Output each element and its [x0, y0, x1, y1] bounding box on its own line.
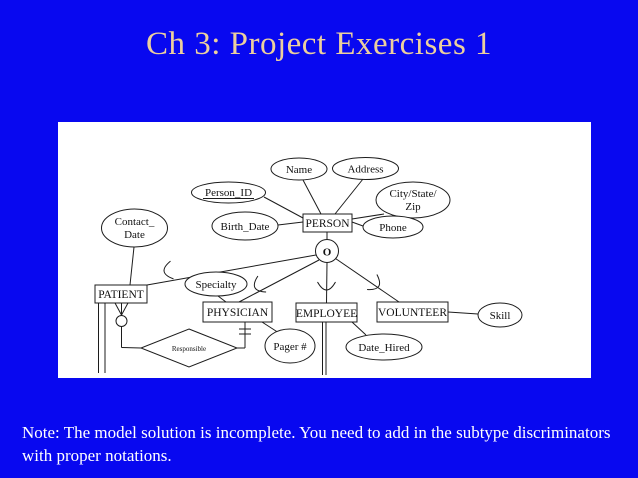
note-line-1: Note: The model solution is incomplete. … [22, 423, 611, 442]
attribute-date-hired-label: Date_Hired [358, 342, 410, 354]
attribute-name: Name [270, 157, 328, 181]
entity-patient: PATIENT [94, 284, 148, 304]
entity-physician: PHYSICIAN [202, 301, 273, 323]
er-diagram: Name Address City/State/ Zip Person_ID B… [94, 157, 523, 375]
subset-arc-volunteer [367, 274, 381, 291]
subset-arc-employee [317, 281, 336, 291]
attribute-pager-label: Pager # [273, 341, 307, 353]
subset-arc-patient [163, 260, 174, 280]
attribute-city-state-zip-label-line2: Zip [405, 201, 421, 213]
attribute-person-id-label: Person_ID [205, 187, 252, 199]
optional-circle [115, 315, 128, 327]
note-line-2: with proper notations. [22, 446, 172, 466]
relationship-responsible-label: Responsible [172, 345, 206, 353]
connector-name-person [302, 179, 322, 215]
connector-contactdate-patient [129, 246, 135, 286]
attribute-contact-date: Contact_ Date [101, 208, 168, 248]
entity-employee: EMPLOYEE [295, 302, 358, 323]
slide-title: Ch 3: Project Exercises 1 [145, 26, 493, 62]
attribute-contact-date-label-line2: Date [124, 229, 145, 241]
connector-citystatezip-person [351, 213, 385, 220]
attribute-city-state-zip: City/State/ Zip [375, 181, 451, 219]
responsible-relationship-links [98, 302, 327, 375]
crow-foot-right [121, 302, 129, 316]
entity-volunteer: VOLUNTEER [376, 301, 449, 323]
connector-discriminator-volunteer [335, 258, 400, 303]
subtype-connectors [146, 232, 400, 304]
subset-arc-physician [253, 275, 267, 293]
attribute-birth-date: Birth_Date [211, 211, 279, 241]
connector-skill-volunteer [447, 311, 479, 315]
entity-volunteer-label: VOLUNTEER [378, 307, 447, 319]
connector-address-person [334, 178, 364, 215]
subtype-discriminator: O [315, 239, 339, 263]
diagram-panel: Name Address City/State/ Zip Person_ID B… [58, 122, 591, 378]
attribute-name-label: Name [286, 164, 312, 176]
entity-physician-label: PHYSICIAN [207, 307, 269, 319]
attribute-address-label: Address [347, 164, 383, 176]
connector-discriminator-physician [238, 259, 320, 303]
attribute-birth-date-label: Birth_Date [221, 221, 270, 233]
connector-discriminator-employee [326, 262, 328, 304]
entity-employee-label: EMPLOYEE [296, 308, 357, 320]
attribute-phone: Phone [362, 215, 424, 239]
connector-personid-person [263, 196, 304, 219]
attribute-skill: Skill [477, 302, 523, 328]
connector-specialty-physician [217, 295, 227, 303]
connector-datehired-employee [351, 321, 367, 336]
attribute-specialty-label: Specialty [196, 279, 237, 291]
connector-discriminator-patient [146, 254, 317, 286]
attribute-skill-label: Skill [490, 310, 511, 322]
attribute-contact-date-label-line1: Contact_ [115, 216, 155, 228]
attribute-pager: Pager # [264, 328, 316, 364]
entity-person: PERSON [302, 213, 353, 233]
connector-birthdate-person [277, 221, 304, 226]
connector-phone-person [351, 221, 364, 227]
patient-responsible-horizontal [121, 347, 142, 349]
entity-person-label: PERSON [305, 218, 350, 230]
note-text: Note: The model solution is incomplete. … [22, 421, 622, 468]
entity-patient-label: PATIENT [98, 289, 144, 301]
attribute-city-state-zip-label-line1: City/State/ [389, 188, 437, 200]
attribute-address: Address [332, 157, 399, 180]
attribute-person-id: Person_ID [191, 181, 266, 204]
attribute-specialty: Specialty [184, 271, 248, 297]
subtype-discriminator-label: O [323, 247, 332, 259]
crow-foot-left [114, 302, 122, 316]
attribute-phone-label: Phone [379, 222, 407, 234]
attribute-connectors [129, 178, 479, 336]
connector-pager-physician [261, 321, 280, 334]
relationship-responsible: Responsible [139, 328, 239, 368]
attribute-date-hired: Date_Hired [345, 333, 423, 361]
